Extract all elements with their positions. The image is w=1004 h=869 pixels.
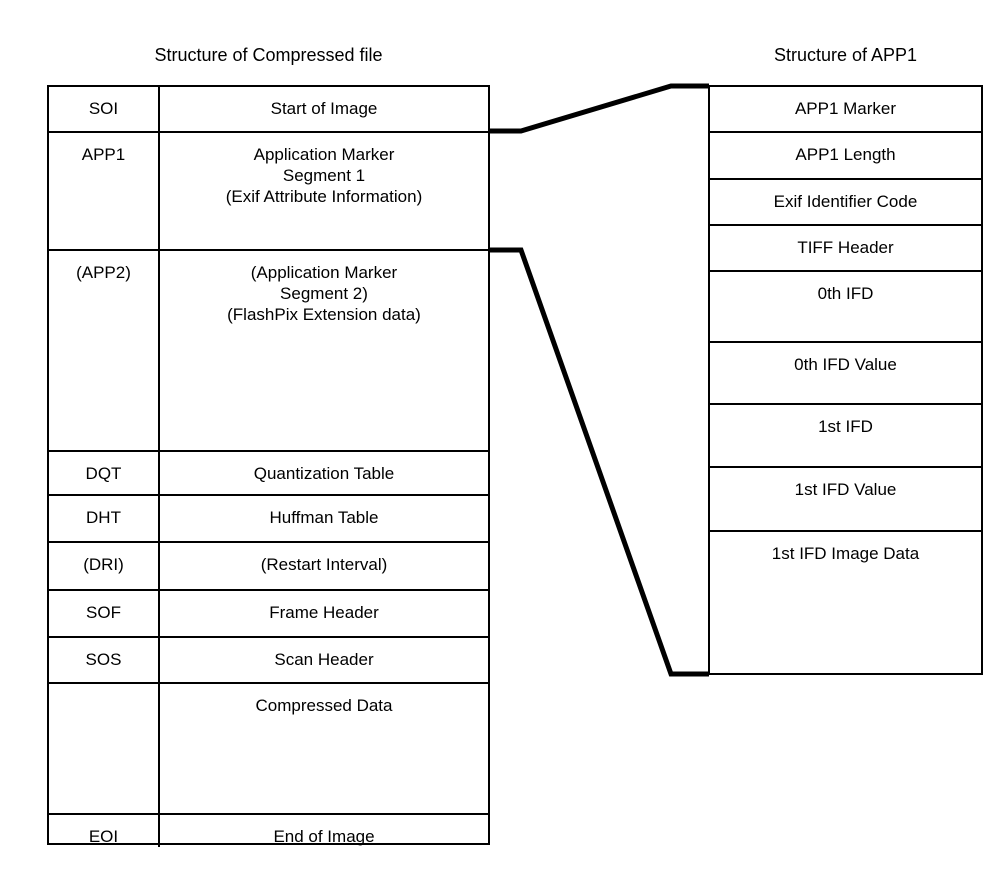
app1-bottom-connector-line [490, 247, 709, 677]
desc-line: (Exif Attribute Information) [225, 187, 423, 206]
marker-code-cell: APP1 [49, 133, 160, 249]
desc-line: (FlashPix Extension data) [227, 305, 421, 324]
desc-line: (Restart Interval) [260, 555, 388, 574]
table-row: TIFF Header [710, 226, 981, 272]
table-row: 1st IFD [710, 405, 981, 468]
table-row: SOF Frame Header [49, 591, 488, 638]
desc-line: Compressed Data [255, 696, 393, 715]
desc-line: Start of Image [270, 99, 378, 118]
left-table-title: Structure of Compressed file [154, 45, 383, 65]
desc-line: End of Image [273, 827, 375, 846]
marker-description-cell: Start of Image [160, 87, 488, 131]
marker-code-cell: DQT [49, 452, 160, 494]
right-table-title: Structure of APP1 [773, 45, 918, 65]
marker-description-cell: Scan Header [160, 638, 488, 682]
table-row: (DRI) (Restart Interval) [49, 543, 488, 591]
table-row: DQT Quantization Table [49, 452, 488, 496]
marker-code-cell: SOS [49, 638, 160, 682]
marker-code-cell: SOF [49, 591, 160, 636]
marker-description-cell: Frame Header [160, 591, 488, 636]
marker-code-cell [49, 684, 160, 813]
compressed-file-structure-table: SOI Start of Image APP1 Application Mark… [47, 85, 490, 847]
marker-description-cell: (Restart Interval) [160, 543, 488, 589]
table-row: 0th IFD Value [710, 343, 981, 405]
table-row: APP1 Marker [710, 87, 981, 133]
desc-line: Huffman Table [269, 508, 379, 527]
table-row: (APP2) (Application Marker Segment 2) (F… [49, 251, 488, 452]
table-row: 0th IFD [710, 272, 981, 343]
table-row: 1st IFD Value [710, 468, 981, 532]
marker-code-cell: (DRI) [49, 543, 160, 589]
marker-code-cell: SOI [49, 87, 160, 131]
table-row: SOS Scan Header [49, 638, 488, 684]
desc-line: Segment 2) [280, 284, 368, 303]
table-row: 1st IFD Image Data [771, 544, 920, 563]
marker-code-cell: DHT [49, 496, 160, 541]
marker-description-cell: Compressed Data [160, 684, 488, 813]
desc-line: Quantization Table [253, 464, 395, 483]
marker-description-cell: Application Marker Segment 1 (Exif Attri… [160, 133, 488, 249]
desc-line: Frame Header [269, 603, 379, 622]
marker-description-cell: (Application Marker Segment 2) (FlashPix… [160, 251, 488, 450]
marker-description-cell: Quantization Table [160, 452, 488, 494]
desc-line: Segment 1 [282, 166, 366, 185]
table-row: Compressed Data [49, 684, 488, 815]
marker-description-cell: Huffman Table [160, 496, 488, 541]
table-row: APP1 Length [710, 133, 981, 180]
desc-line: Scan Header [274, 650, 374, 669]
table-row: DHT Huffman Table [49, 496, 488, 543]
table-row: APP1 Application Marker Segment 1 (Exif … [49, 133, 488, 251]
table-row: SOI Start of Image [49, 87, 488, 133]
marker-description-cell: End of Image [160, 815, 488, 847]
app1-top-connector-line [490, 83, 709, 134]
desc-line: Application Marker [253, 145, 395, 164]
marker-code-cell: EOI [49, 815, 160, 847]
table-row: Exif Identifier Code [710, 180, 981, 226]
marker-code-cell: (APP2) [49, 251, 160, 450]
desc-line: (Application Marker [250, 263, 398, 282]
app1-structure-table: APP1 Marker APP1 Length Exif Identifier … [708, 85, 983, 675]
table-row: EOI End of Image [49, 815, 488, 847]
